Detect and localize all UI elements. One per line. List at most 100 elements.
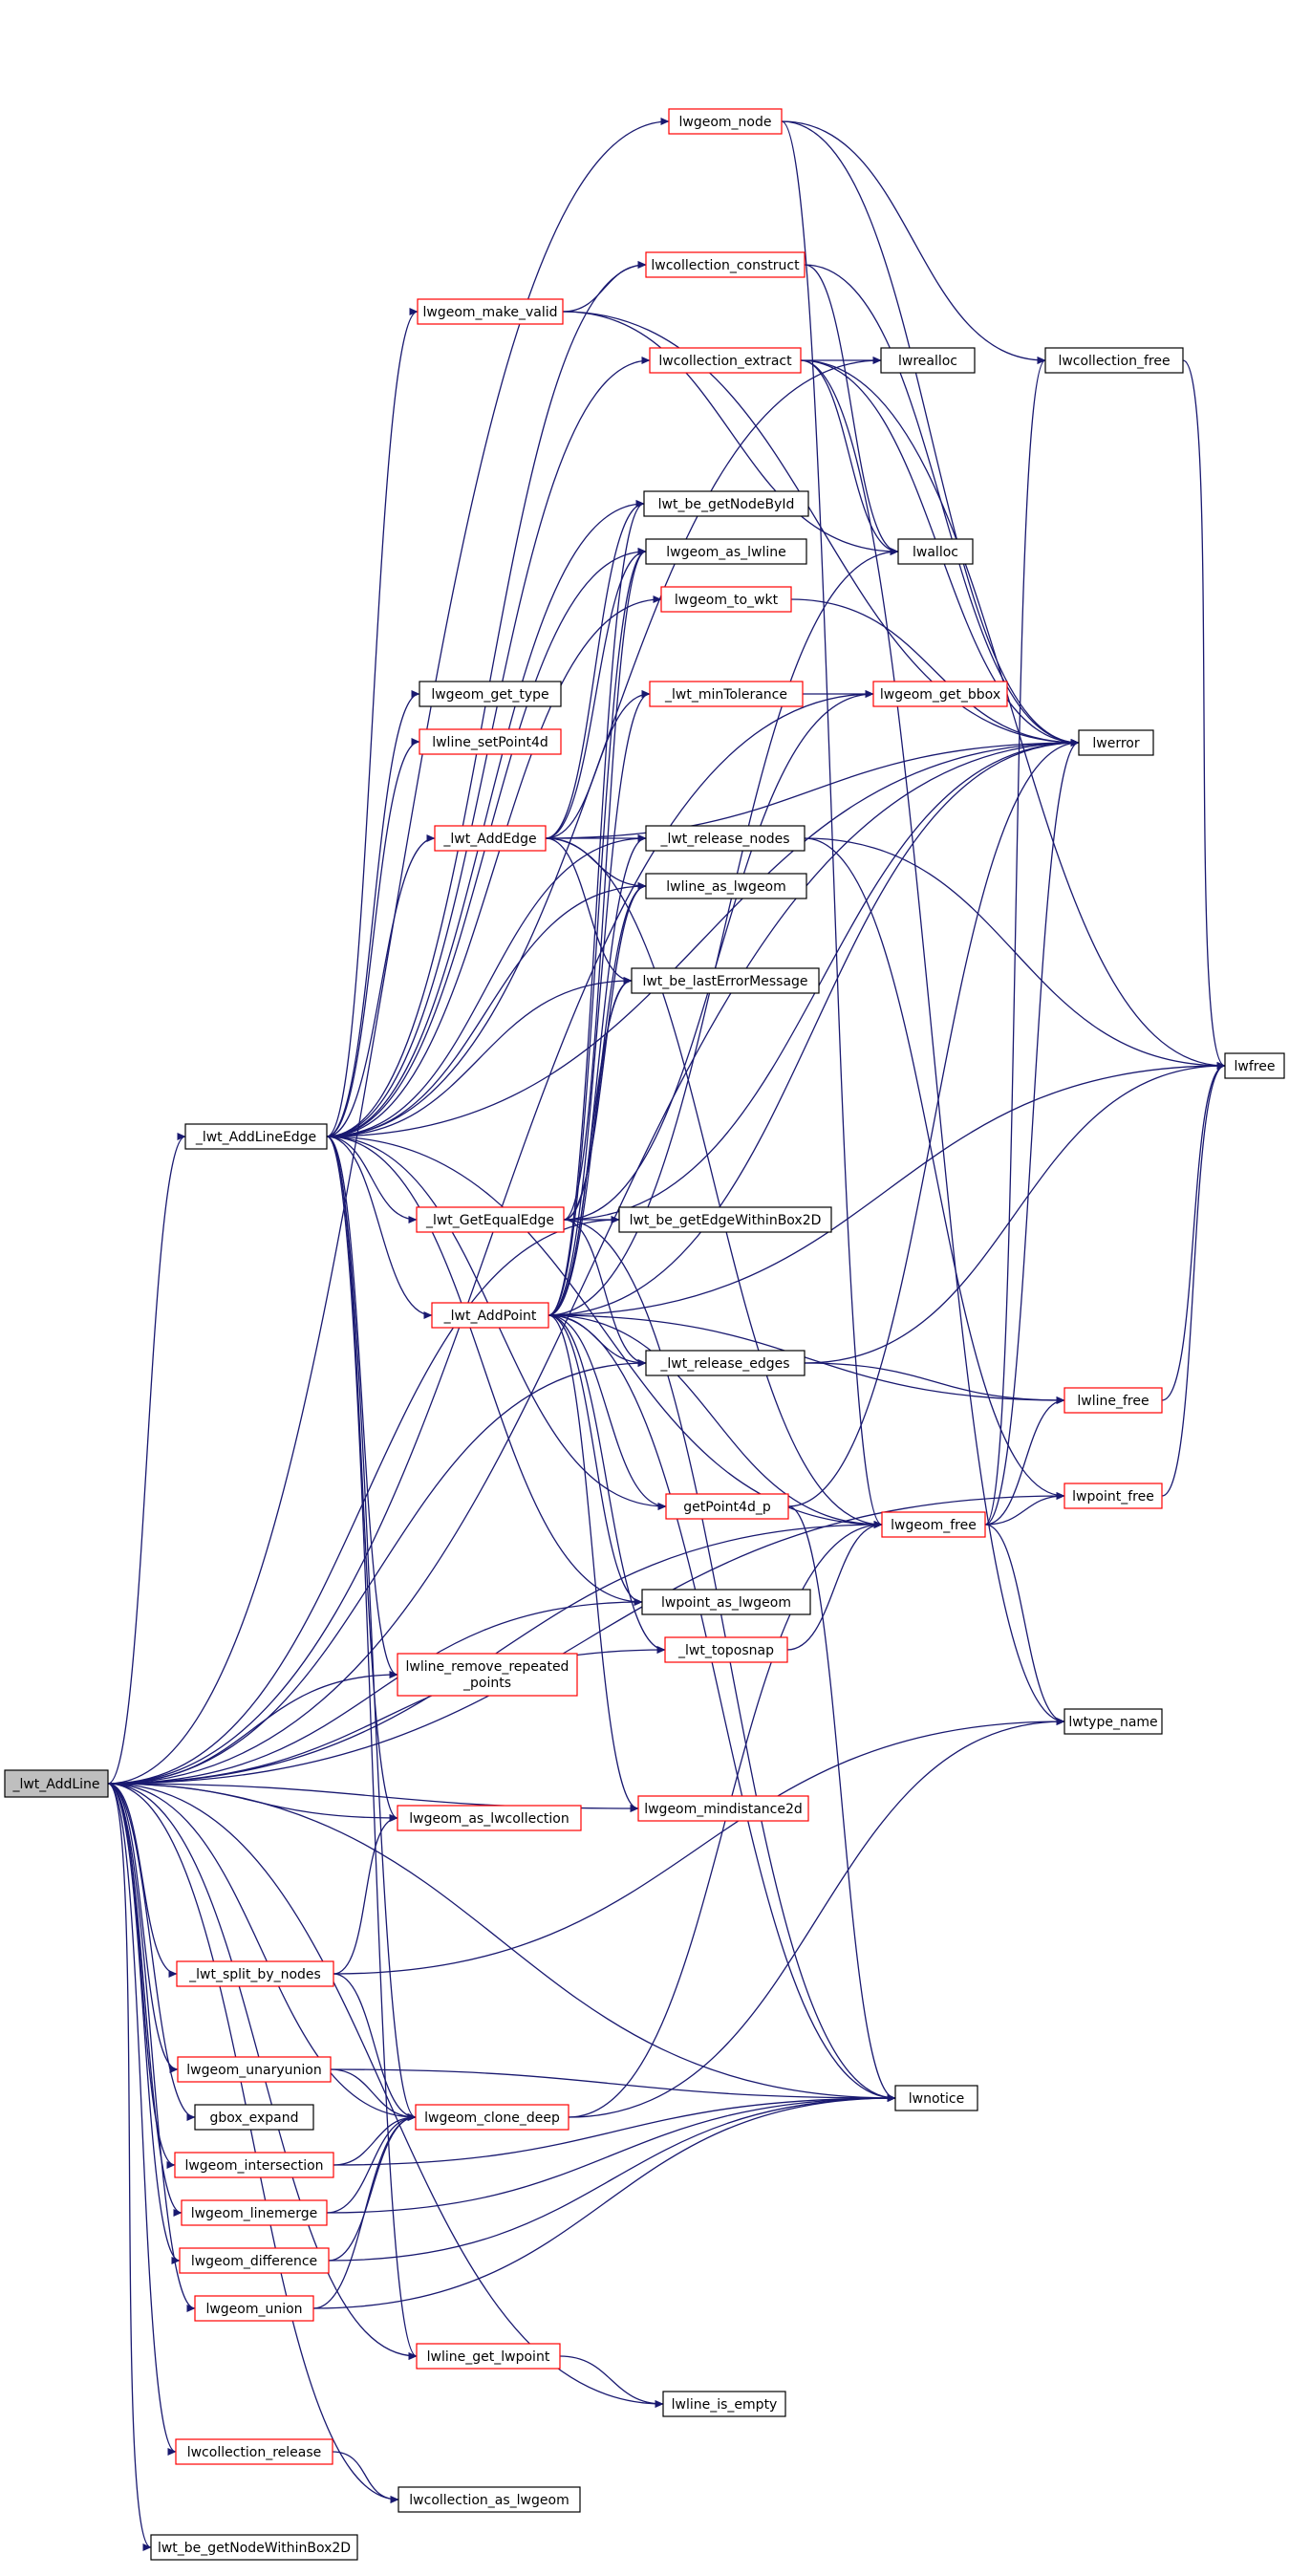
node-lwt-split-by-nodes[interactable]: _lwt_split_by_nodes bbox=[176, 1960, 334, 1987]
node-box[interactable] bbox=[645, 873, 807, 899]
node-lwline-remove-repeated-points[interactable]: lwline_remove_repeated_points bbox=[397, 1653, 578, 1697]
node-lwt-addpoint[interactable]: _lwt_AddPoint bbox=[431, 1302, 549, 1329]
node-lwgeom-make-valid[interactable]: lwgeom_make_valid bbox=[417, 298, 564, 325]
node-box[interactable] bbox=[643, 490, 809, 517]
node-box[interactable] bbox=[1078, 729, 1154, 756]
node-box[interactable] bbox=[894, 2085, 978, 2111]
node-box[interactable] bbox=[645, 1350, 806, 1376]
node-box[interactable] bbox=[397, 2486, 581, 2513]
node-box[interactable] bbox=[194, 2295, 314, 2322]
node-lwt-be-getnodewithinbox2d[interactable]: lwt_be_getNodeWithinBox2D bbox=[150, 2534, 358, 2561]
node-box[interactable] bbox=[897, 538, 974, 565]
node-box[interactable] bbox=[397, 1653, 578, 1697]
node-box[interactable] bbox=[1224, 1052, 1285, 1079]
node-lwcollection-construct[interactable]: lwcollection_construct bbox=[645, 251, 806, 278]
node-lwt-toposnap[interactable]: _lwt_toposnap bbox=[664, 1636, 788, 1663]
node-box[interactable] bbox=[668, 108, 783, 135]
node-box[interactable] bbox=[194, 2104, 314, 2131]
node-lwrealloc[interactable]: lwrealloc bbox=[880, 347, 976, 374]
node-box[interactable] bbox=[397, 1805, 582, 1831]
node-box[interactable] bbox=[416, 1206, 565, 1233]
node-box[interactable] bbox=[649, 681, 804, 707]
node-lwgeom-as-lwline[interactable]: lwgeom_as_lwline bbox=[645, 538, 807, 565]
node-box[interactable] bbox=[419, 728, 562, 755]
node-box[interactable] bbox=[150, 2534, 358, 2561]
node-lwgeom-free[interactable]: lwgeom_free bbox=[881, 1511, 986, 1538]
node-lwpoint-free[interactable]: lwpoint_free bbox=[1063, 1483, 1163, 1509]
node-lwpoint-as-lwgeom[interactable]: lwpoint_as_lwgeom bbox=[641, 1589, 811, 1615]
node-box[interactable] bbox=[174, 2152, 334, 2178]
node-lwgeom-node[interactable]: lwgeom_node bbox=[668, 108, 783, 135]
node-box[interactable] bbox=[1044, 347, 1184, 374]
node-lwalloc[interactable]: lwalloc bbox=[897, 538, 974, 565]
node-lwt-be-getedgewithinbox2d[interactable]: lwt_be_getEdgeWithinBox2D bbox=[618, 1206, 832, 1233]
node-lwt-release-nodes[interactable]: _lwt_release_nodes bbox=[645, 825, 806, 852]
node-box[interactable] bbox=[618, 1206, 832, 1233]
node-box[interactable] bbox=[665, 1493, 789, 1520]
node-lwt-release-edges[interactable]: _lwt_release_edges bbox=[645, 1350, 806, 1376]
node-box[interactable] bbox=[649, 347, 802, 374]
node-lwgeom-intersection[interactable]: lwgeom_intersection bbox=[174, 2152, 334, 2178]
node-box[interactable] bbox=[1063, 1708, 1163, 1735]
node-box[interactable] bbox=[415, 2104, 569, 2131]
node-lwnotice[interactable]: lwnotice bbox=[894, 2085, 978, 2111]
node-box[interactable] bbox=[662, 2391, 786, 2417]
node-lwline-as-lwgeom[interactable]: lwline_as_lwgeom bbox=[645, 873, 807, 899]
node-lwline-is-empty[interactable]: lwline_is_empty bbox=[662, 2391, 786, 2417]
node-lwcollection-release[interactable]: lwcollection_release bbox=[175, 2438, 333, 2465]
node-box[interactable] bbox=[177, 2056, 332, 2083]
node-lwgeom-unaryunion[interactable]: lwgeom_unaryunion bbox=[177, 2056, 332, 2083]
node-box[interactable] bbox=[645, 251, 806, 278]
node-gbox-expand[interactable]: gbox_expand bbox=[194, 2104, 314, 2131]
node-lwt-getequaledge[interactable]: _lwt_GetEqualEdge bbox=[416, 1206, 565, 1233]
node-lwline-free[interactable]: lwline_free bbox=[1063, 1387, 1163, 1414]
node-lwline-setpoint4d[interactable]: lwline_setPoint4d bbox=[419, 728, 562, 755]
node-box[interactable] bbox=[631, 967, 820, 994]
node-box[interactable] bbox=[434, 825, 547, 852]
node-lwcollection-free[interactable]: lwcollection_free bbox=[1044, 347, 1184, 374]
node-lwerror[interactable]: lwerror bbox=[1078, 729, 1154, 756]
node-box[interactable] bbox=[417, 298, 564, 325]
node-box[interactable] bbox=[181, 2199, 328, 2226]
node-lwt-addline[interactable]: _lwt_AddLine bbox=[4, 1769, 109, 1798]
node-box[interactable] bbox=[431, 1302, 549, 1329]
node-lwgeom-to-wkt[interactable]: lwgeom_to_wkt bbox=[660, 586, 792, 613]
node-box[interactable] bbox=[4, 1769, 109, 1798]
node-box[interactable] bbox=[179, 2247, 330, 2274]
node-lwt-be-lasterrormessage[interactable]: lwt_be_lastErrorMessage bbox=[631, 967, 820, 994]
node-lwgeom-clone-deep[interactable]: lwgeom_clone_deep bbox=[415, 2104, 569, 2131]
node-box[interactable] bbox=[419, 681, 562, 707]
node-box[interactable] bbox=[660, 586, 792, 613]
node-box[interactable] bbox=[664, 1636, 788, 1663]
node-lwcollection-extract[interactable]: lwcollection_extract bbox=[649, 347, 802, 374]
node-box[interactable] bbox=[416, 2343, 561, 2370]
node-lwgeom-get-bbox[interactable]: lwgeom_get_bbox bbox=[872, 681, 1008, 707]
node-lwcollection-as-lwgeom[interactable]: lwcollection_as_lwgeom bbox=[397, 2486, 581, 2513]
node-lwt-addedge[interactable]: _lwt_AddEdge bbox=[434, 825, 547, 852]
node-getpoint4d-p[interactable]: getPoint4d_p bbox=[665, 1493, 789, 1520]
node-box[interactable] bbox=[1063, 1483, 1163, 1509]
node-box[interactable] bbox=[881, 1511, 986, 1538]
node-box[interactable] bbox=[880, 347, 976, 374]
node-box[interactable] bbox=[175, 2438, 333, 2465]
node-lwgeom-mindistance2d[interactable]: lwgeom_mindistance2d bbox=[637, 1795, 809, 1822]
node-box[interactable] bbox=[1063, 1387, 1163, 1414]
node-lwgeom-difference[interactable]: lwgeom_difference bbox=[179, 2247, 330, 2274]
node-box[interactable] bbox=[184, 1123, 328, 1150]
node-box[interactable] bbox=[645, 825, 806, 852]
node-lwtype-name[interactable]: lwtype_name bbox=[1063, 1708, 1163, 1735]
node-box[interactable] bbox=[641, 1589, 811, 1615]
node-lwgeom-union[interactable]: lwgeom_union bbox=[194, 2295, 314, 2322]
node-box[interactable] bbox=[872, 681, 1008, 707]
node-lwt-mintolerance[interactable]: _lwt_minTolerance bbox=[649, 681, 804, 707]
node-lwgeom-linemerge[interactable]: lwgeom_linemerge bbox=[181, 2199, 328, 2226]
node-box[interactable] bbox=[645, 538, 807, 565]
node-lwfree[interactable]: lwfree bbox=[1224, 1052, 1285, 1079]
node-lwgeom-as-lwcollection[interactable]: lwgeom_as_lwcollection bbox=[397, 1805, 582, 1831]
node-lwt-addlineedge[interactable]: _lwt_AddLineEdge bbox=[184, 1123, 328, 1150]
node-lwgeom-get-type[interactable]: lwgeom_get_type bbox=[419, 681, 562, 707]
node-box[interactable] bbox=[637, 1795, 809, 1822]
node-lwt-be-getnodebyid[interactable]: lwt_be_getNodeById bbox=[643, 490, 809, 517]
node-box[interactable] bbox=[176, 1960, 334, 1987]
node-lwline-get-lwpoint[interactable]: lwline_get_lwpoint bbox=[416, 2343, 561, 2370]
